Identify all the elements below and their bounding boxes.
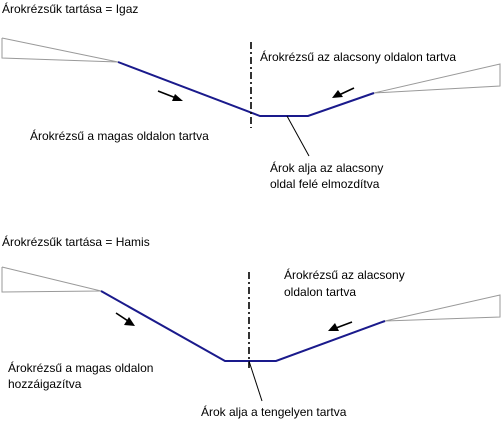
bottom-ditch-profile xyxy=(100,290,386,362)
top-bottom-label-1: Árok alja az alacsony xyxy=(270,161,384,175)
bottom-diagram xyxy=(1,266,501,402)
bottom-right-terrain xyxy=(384,294,501,322)
top-bottom-label-2: oldal felé elmozdítva xyxy=(270,177,380,191)
top-title: Árokrézsűk tartása = Igaz xyxy=(2,2,139,16)
top-low-side-label: Árokrézsű az alacsony oldalon tartva xyxy=(260,50,457,64)
bottom-bottom-leader xyxy=(248,360,263,402)
bottom-high-side-arrow xyxy=(115,312,135,326)
top-left-terrain xyxy=(1,37,119,63)
bottom-title: Árokrézsűk tartása = Hamis xyxy=(2,235,150,249)
bottom-high-side-label-2: hozzáigazítva xyxy=(8,377,82,391)
top-low-side-arrow xyxy=(332,87,355,98)
bottom-low-side-label-2: oldalon tartva xyxy=(284,285,357,299)
top-right-terrain xyxy=(373,63,501,94)
top-ditch-profile xyxy=(117,61,375,117)
top-bottom-leader xyxy=(286,115,310,157)
bottom-bottom-label: Árok alja a tengelyen tartva xyxy=(201,405,347,419)
bottom-low-side-label-1: Árokrézsű az alacsony xyxy=(284,268,405,282)
top-diagram xyxy=(1,37,501,157)
top-high-side-label: Árokrézsű a magas oldalon tartva xyxy=(30,129,209,143)
bottom-high-side-label-1: Árokrézsű a magas oldalon xyxy=(8,361,154,375)
top-high-side-arrow xyxy=(157,90,183,101)
bottom-left-terrain xyxy=(1,266,102,293)
bottom-low-side-arrow xyxy=(328,321,353,331)
